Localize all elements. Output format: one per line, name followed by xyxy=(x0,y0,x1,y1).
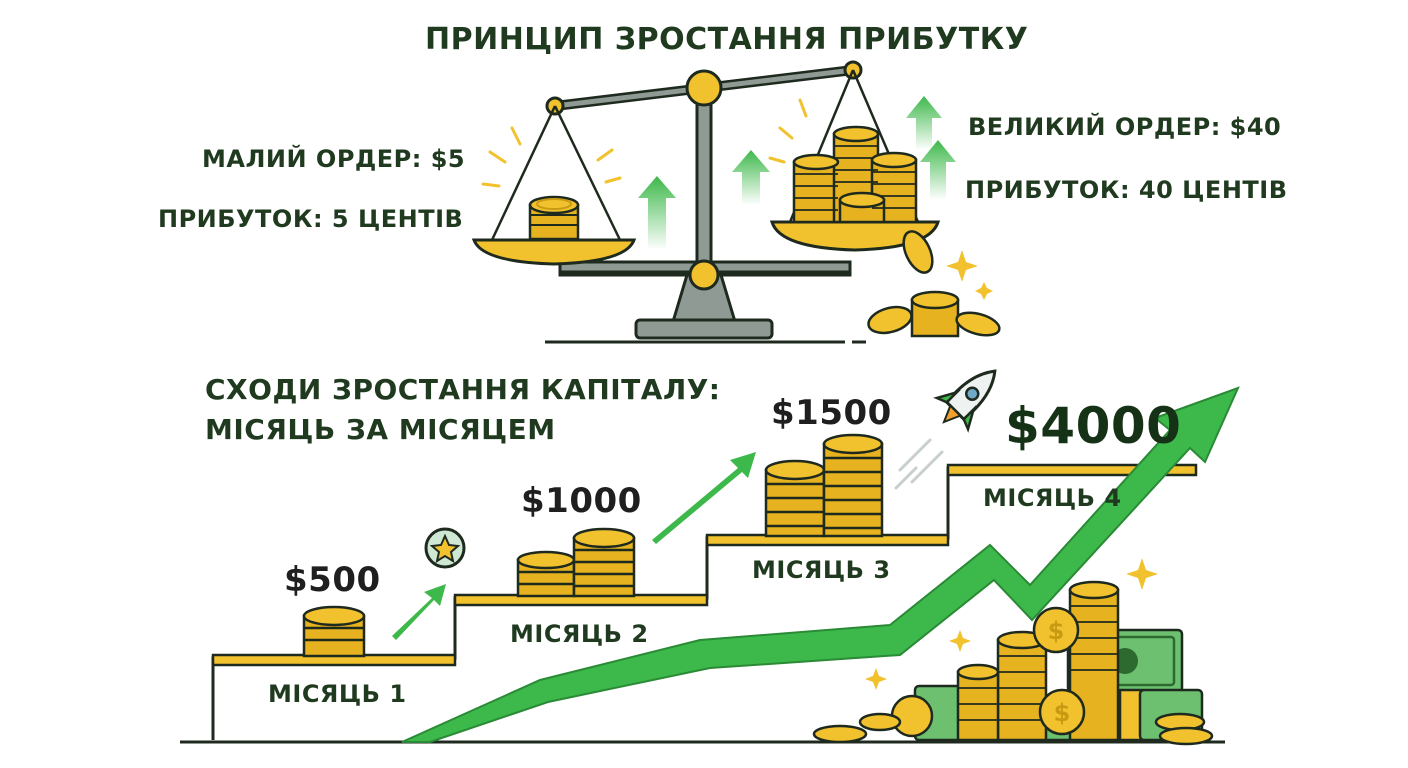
page-title: ПРИНЦИП ЗРОСТАННЯ ПРИБУТКУ xyxy=(425,22,1029,57)
sparkle-icon xyxy=(946,250,978,282)
balance-scale xyxy=(471,60,941,344)
money-pile: $ $ xyxy=(812,580,1214,746)
step-4-amount: $4000 xyxy=(1005,397,1182,455)
large-coin-stacks xyxy=(792,125,934,274)
step-4-month: МІСЯЦЬ 4 xyxy=(983,484,1122,512)
small-order-label: МАЛИЙ ОРДЕР: $5 xyxy=(202,145,466,173)
sparkle-icons xyxy=(481,98,808,188)
stairs xyxy=(180,463,1225,744)
section-title-line2: МІСЯЦЬ ЗА МІСЯЦЕМ xyxy=(205,413,556,446)
growth-arrows xyxy=(638,96,956,250)
small-coin-stack xyxy=(528,195,580,241)
trend-arrow xyxy=(401,386,1240,743)
section-title-line1: СХОДИ ЗРОСТАННЯ КАПІТАЛУ: xyxy=(205,373,721,406)
step-1-amount: $500 xyxy=(284,560,381,600)
step-2-amount: $1000 xyxy=(521,481,642,521)
svg-text:$: $ xyxy=(1048,617,1065,645)
large-order-label: ВЕЛИКИЙ ОРДЕР: $40 xyxy=(968,113,1282,141)
svg-text:$: $ xyxy=(1054,699,1071,727)
small-profit-label: ПРИБУТОК: 5 ЦЕНТІВ xyxy=(158,205,464,233)
rocket-trail xyxy=(894,438,944,490)
rocket-icon xyxy=(933,369,997,433)
stair-coin-stacks xyxy=(302,433,884,658)
sparkle-icon xyxy=(1126,558,1158,590)
step-2-month: МІСЯЦЬ 2 xyxy=(510,620,649,648)
large-profit-label: ПРИБУТОК: 40 ЦЕНТІВ xyxy=(965,176,1288,204)
step-1-month: МІСЯЦЬ 1 xyxy=(268,680,407,708)
step-3-amount: $1500 xyxy=(771,393,892,433)
coin-pile xyxy=(867,290,1001,338)
star-badge-icon xyxy=(424,527,466,569)
step-arrows xyxy=(392,452,756,640)
step-3-month: МІСЯЦЬ 3 xyxy=(752,556,891,584)
